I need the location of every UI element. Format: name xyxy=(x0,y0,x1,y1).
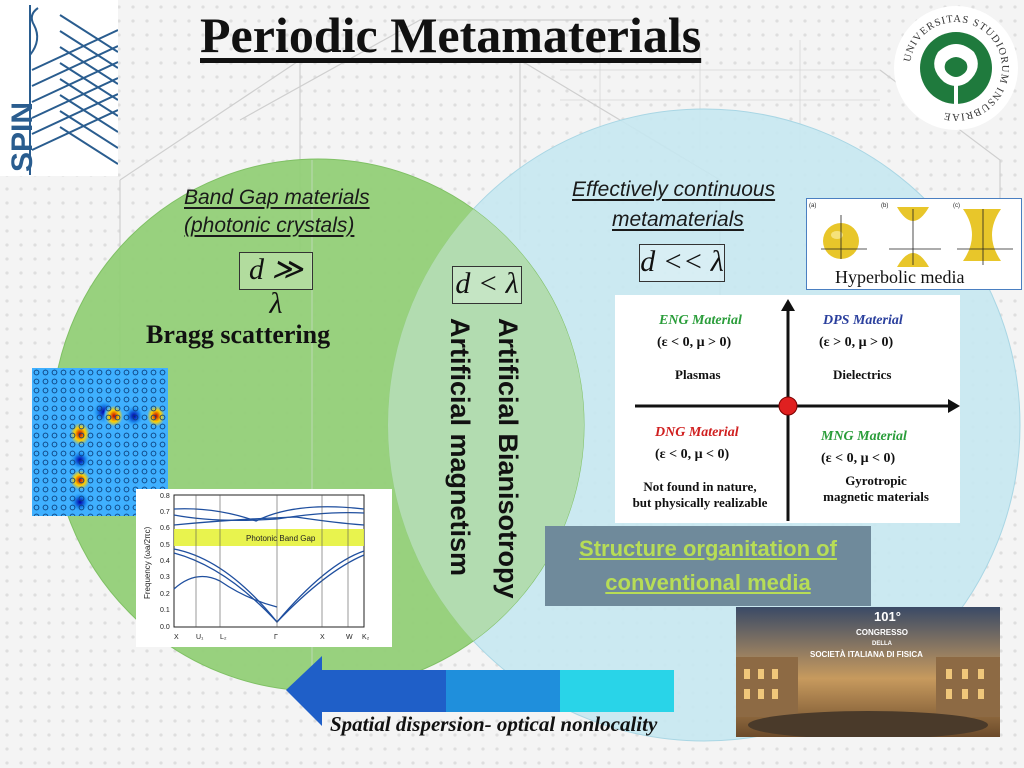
svg-text:0.6: 0.6 xyxy=(160,525,170,532)
svg-text:(b): (b) xyxy=(881,203,888,209)
band-gap-caption-line2: (photonic crystals) xyxy=(184,214,355,237)
band-plot-ylabel: Frequency (ωa/2πc) xyxy=(143,526,152,599)
structure-organization-box: Structure organitation of conventional m… xyxy=(545,526,871,606)
svg-text:X: X xyxy=(174,634,179,641)
bragg-scattering-label: Bragg scattering xyxy=(146,320,331,349)
svg-text:0.0: 0.0 xyxy=(160,624,170,631)
mng-condition: (ε < 0, μ < 0) xyxy=(821,451,896,466)
spin-logo: SPIN xyxy=(0,0,118,176)
svg-text:(c): (c) xyxy=(953,203,960,209)
artificial-magnetism-label: Artificial magnetism xyxy=(445,318,475,577)
svg-text:L₂: L₂ xyxy=(220,634,227,641)
university-seal-logo: UNIVERSITAS STUDIORUM INSUBRIAE xyxy=(894,6,1018,130)
svg-text:X: X xyxy=(320,634,325,641)
artificial-bianisotropy-label: Artificial Bianisotropy xyxy=(493,318,523,599)
svg-text:Γ: Γ xyxy=(274,634,278,641)
hyperbolic-media-panel: (a) (b) (c) Hyperbolic media xyxy=(806,198,1022,290)
congress-banner-image: 101° CONGRESSO DELLA SOCIETÀ ITALIANA DI… xyxy=(736,607,1000,737)
congress-line2: DELLA xyxy=(872,641,893,647)
overlap-region xyxy=(388,159,584,691)
svg-text:0.8: 0.8 xyxy=(160,493,170,500)
epsilon-mu-quadrant-diagram: ENG Material (ε < 0, μ > 0) Plasmas DPS … xyxy=(615,295,960,523)
bottom-caption: Spatial dispersion- optical nonlocality xyxy=(330,712,658,736)
svg-text:0.4: 0.4 xyxy=(160,558,170,565)
svg-text:(a): (a) xyxy=(809,203,816,209)
band-gap-caption-line1: Band Gap materials xyxy=(184,186,370,209)
hyperbolic-media-label: Hyperbolic media xyxy=(835,267,965,287)
eng-condition: (ε < 0, μ > 0) xyxy=(657,335,732,350)
effective-caption-line1: Effectively continuous xyxy=(572,178,776,201)
svg-text:0.3: 0.3 xyxy=(160,574,170,581)
band-structure-plot: Photonic Band Gap 0.8 0.7 0.6 0.5 0.4 0.… xyxy=(136,489,392,647)
left-condition-box: d ≫ λ xyxy=(239,252,313,320)
page-title: Periodic Metamaterials xyxy=(200,7,702,63)
quadrant-axes xyxy=(635,299,960,521)
dps-description: Dielectrics xyxy=(833,367,892,382)
congress-line1: CONGRESSO xyxy=(856,628,908,637)
overlap-text-group: Artificial Bianisotropy Artificial magne… xyxy=(420,318,560,599)
eng-description: Plasmas xyxy=(675,367,721,382)
structure-line1: Structure organitation of xyxy=(579,536,837,561)
svg-text:K₂: K₂ xyxy=(362,634,370,641)
dng-condition: (ε < 0, μ < 0) xyxy=(655,447,730,462)
svg-text:U₁: U₁ xyxy=(196,634,204,641)
hyperbolic-surfaces-image: (a) (b) (c) xyxy=(809,203,1013,267)
svg-text:0.5: 0.5 xyxy=(160,542,170,549)
dps-condition: (ε > 0, μ > 0) xyxy=(819,335,894,350)
svg-text:W: W xyxy=(346,634,353,641)
svg-text:0.7: 0.7 xyxy=(160,509,170,516)
mng-title: MNG Material xyxy=(821,429,907,444)
dps-title: DPS Material xyxy=(823,313,903,328)
right-condition-box: d << λ xyxy=(639,244,725,282)
left-arrow xyxy=(286,656,674,726)
effective-caption-line2: metamaterials xyxy=(612,208,744,231)
dng-title: DNG Material xyxy=(655,425,739,440)
structure-line2: conventional media xyxy=(605,570,811,595)
origin-marker xyxy=(778,396,798,416)
congress-number: 101° xyxy=(874,609,901,624)
spin-logo-text: SPIN xyxy=(6,102,39,172)
band-gap-region xyxy=(174,529,364,546)
svg-text:0.2: 0.2 xyxy=(160,591,170,598)
svg-text:0.1: 0.1 xyxy=(160,607,170,614)
band-gap-label: Photonic Band Gap xyxy=(246,534,316,543)
overlap-condition-box: d < λ xyxy=(452,266,522,304)
dng-description: Not found in nature,but physically reali… xyxy=(632,479,768,510)
congress-line3: SOCIETÀ ITALIANA DI FISICA xyxy=(810,650,923,659)
eng-title: ENG Material xyxy=(659,313,742,328)
